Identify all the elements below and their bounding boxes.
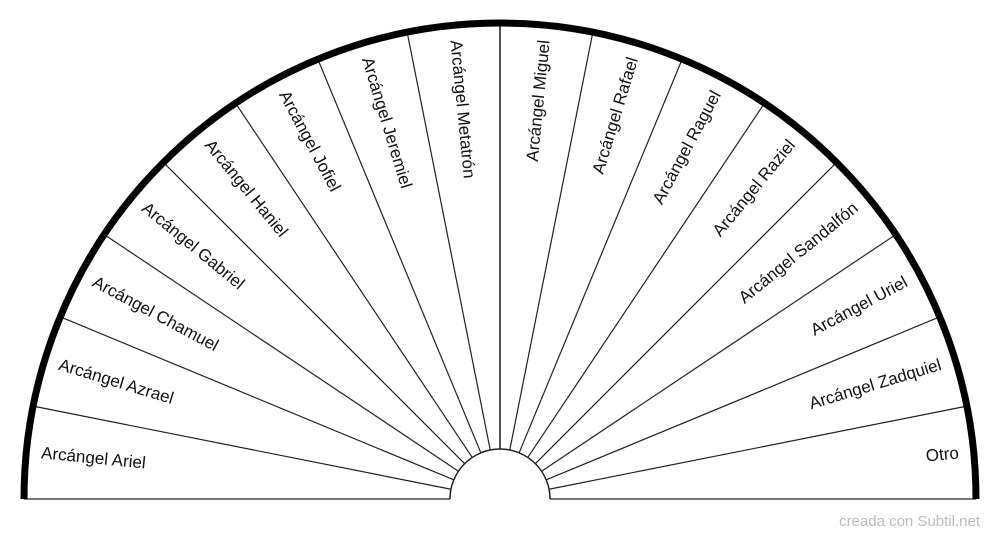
segment-divider <box>548 405 967 490</box>
segment-divider <box>162 161 466 465</box>
segment-divider <box>406 32 491 451</box>
outer-arc <box>20 19 980 500</box>
segment-label: Arcángel Rafael <box>589 55 642 176</box>
segment-divider <box>509 32 594 451</box>
segment-divider <box>541 234 897 472</box>
segment-label: Arcángel Raziel <box>709 136 799 240</box>
credit-text: creada con Subtil.net <box>839 513 980 530</box>
segment-divider <box>545 316 940 481</box>
segment-divider <box>518 59 683 454</box>
segment-divider <box>235 102 473 458</box>
segment-label: Arcángel Haniel <box>201 136 292 241</box>
segment-divider <box>527 102 765 458</box>
segment-label: Otro <box>925 443 960 465</box>
inner-arc <box>449 448 551 500</box>
segment-divider <box>60 316 455 481</box>
segment-label: Arcángel Azrael <box>56 355 175 408</box>
segment-label: Arcángel Raguel <box>649 87 725 207</box>
segment-label: Arcángel Miguel <box>523 39 554 162</box>
segment-divider <box>103 234 459 472</box>
segment-label: Arcángel Ariel <box>40 443 146 472</box>
segment-label: Arcángel Uriel <box>807 272 910 339</box>
segment-divider <box>534 161 838 465</box>
segment-label: Arcángel Gabriel <box>138 198 248 293</box>
segment-label: Arcángel Metatrón <box>446 39 479 179</box>
segment-label: Arcángel Sandalfón <box>735 198 862 307</box>
segment-divider <box>317 59 482 454</box>
segment-label: Arcángel Jeremiel <box>358 55 416 191</box>
segment-label: Arcángel Chamuel <box>89 272 221 355</box>
segment-divider <box>33 405 452 490</box>
